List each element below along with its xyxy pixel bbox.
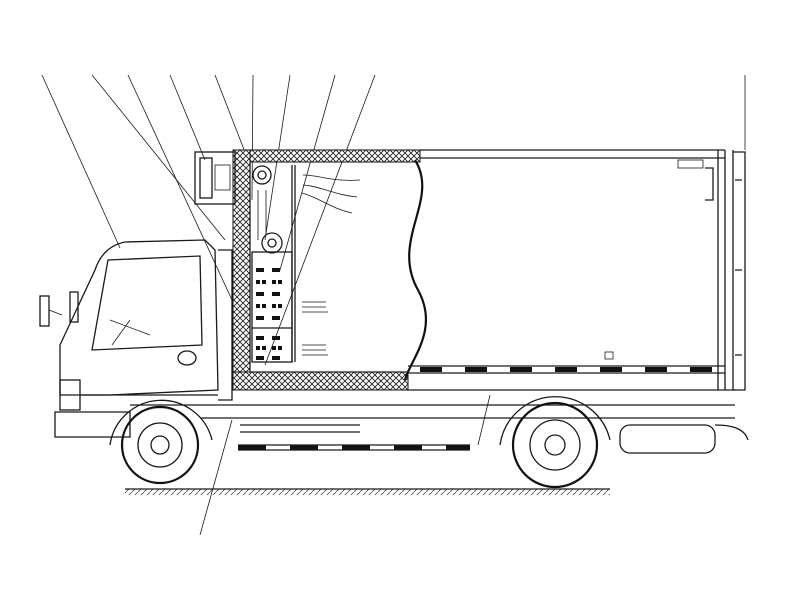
rear-wheel [499,396,611,489]
front-wheel [109,399,213,485]
evaporator-unit [251,165,361,363]
cargo-box [232,149,746,391]
ground-line [125,488,610,495]
floor-skirt-marks [420,367,712,372]
condenser-unit [194,151,236,205]
cab [39,239,233,438]
leader-lines [41,74,746,536]
chassis-frame [130,394,749,454]
